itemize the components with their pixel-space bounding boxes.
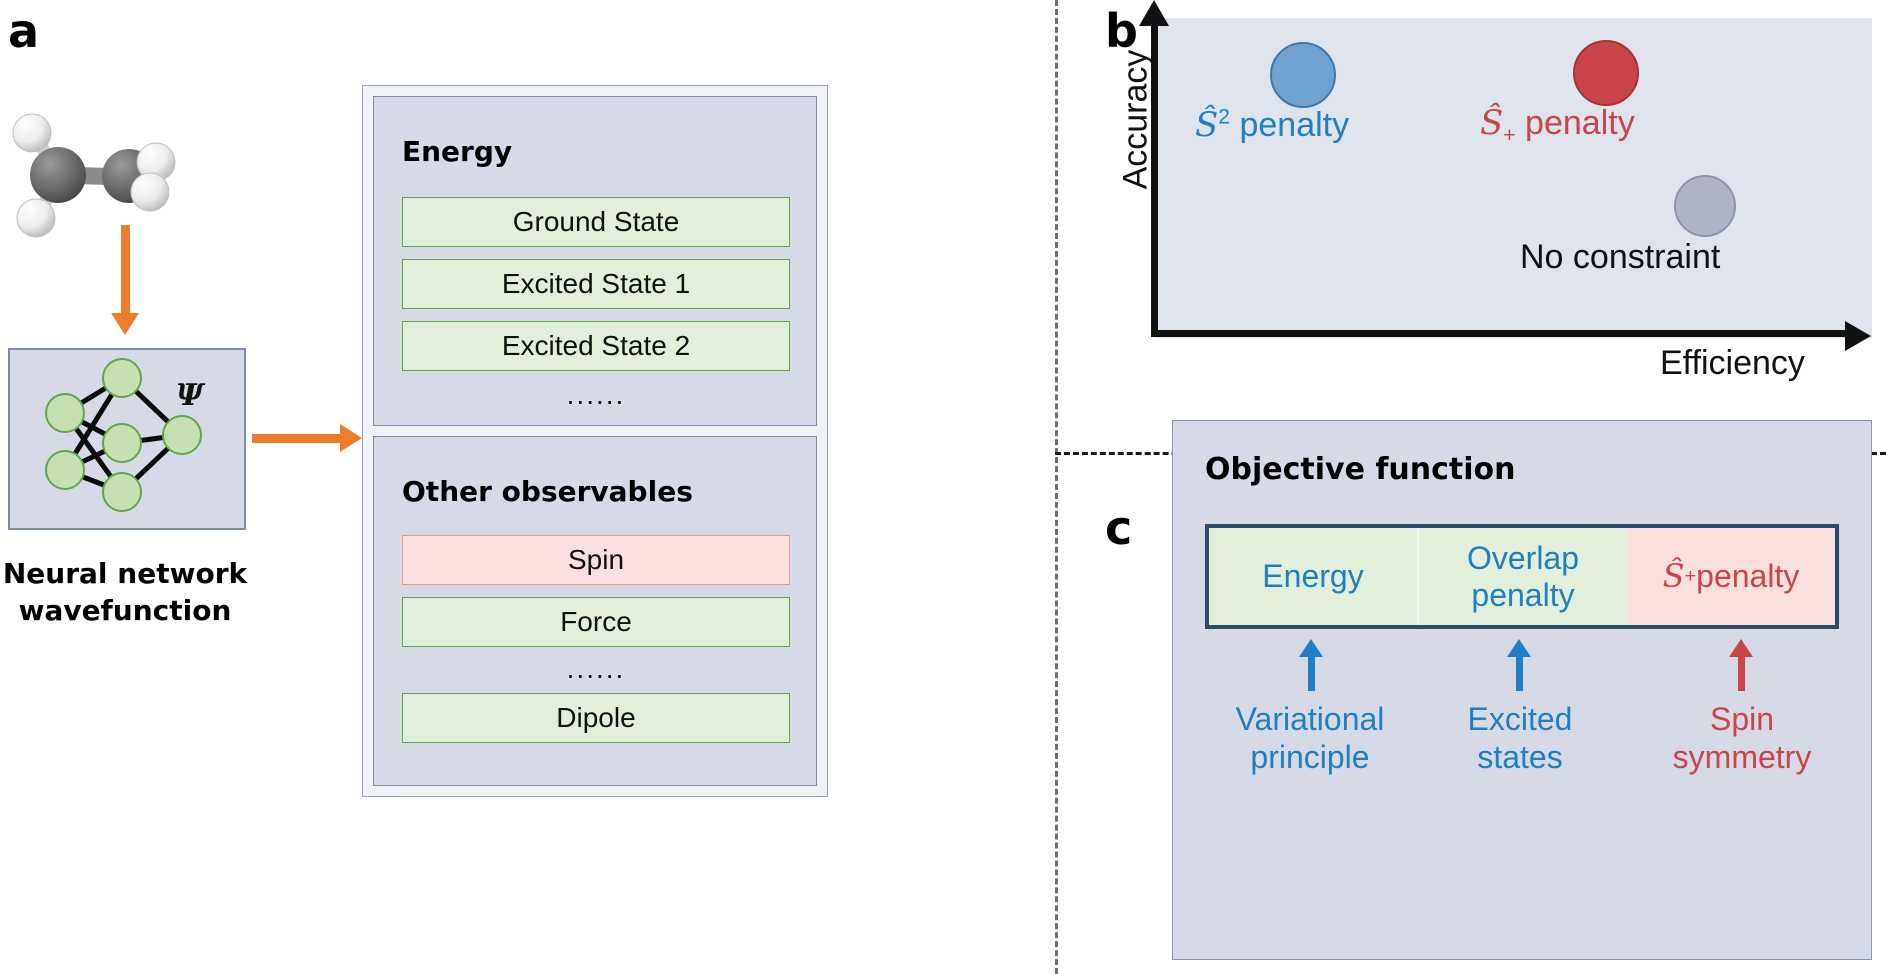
energy-item-excited-state-1[interactable]: Excited State 1: [402, 259, 790, 309]
arrow-spin-symmetry-shaft: [1738, 653, 1745, 691]
objective-function-title: Objective function: [1205, 452, 1516, 487]
source-label-variational-principle: Variational principle: [1190, 700, 1430, 777]
y-axis-label: Accuracy: [1116, 49, 1155, 190]
energy-group-ellipsis: ......: [566, 379, 626, 410]
arrow-spin-symmetry-head: [1729, 639, 1753, 657]
results-container: Energy Ground State Excited State 1 Exci…: [362, 85, 828, 797]
overlap-penalty-text: Overlap penalty: [1466, 540, 1580, 613]
panel-letter-a: a: [8, 4, 40, 58]
energy-group: Energy Ground State Excited State 1 Exci…: [373, 96, 817, 426]
nn-caption-line1: Neural network: [2, 557, 248, 590]
source-variational-line2: principle: [1250, 739, 1370, 776]
energy-group-title: Energy: [402, 135, 513, 168]
observables-item-spin[interactable]: Spin: [402, 535, 790, 585]
observables-item-force[interactable]: Force: [402, 597, 790, 647]
data-label-splus-penalty: Ŝ+ penalty: [1480, 103, 1635, 148]
panel-letter-c: c: [1105, 501, 1133, 555]
objective-term-energy[interactable]: Energy: [1209, 528, 1417, 625]
source-label-spin-symmetry: Spin symmetry: [1622, 700, 1862, 777]
x-axis-arrowhead: [1845, 321, 1871, 351]
neural-network-box: [8, 348, 246, 530]
x-axis-label: Efficiency: [1660, 344, 1805, 382]
source-label-excited-states: Excited states: [1400, 700, 1640, 777]
arrow-variational-principle-head: [1299, 639, 1323, 657]
psi-label: Ψ: [176, 378, 204, 413]
splus-suffix: penalty: [1515, 104, 1635, 142]
ethylene-molecule-icon: [12, 113, 176, 238]
objective-term-splus-penalty[interactable]: Ŝ+ penalty: [1627, 528, 1835, 625]
energy-item-ground-state[interactable]: Ground State: [402, 197, 790, 247]
nn-caption-line2: wavefunction: [18, 593, 232, 627]
s2-suffix: penalty: [1230, 106, 1350, 144]
s2-superscript: 2: [1218, 105, 1231, 129]
objective-function-strip: Energy Overlap penalty Ŝ+ penalty: [1205, 524, 1839, 629]
arrow-nn-to-results-head: [340, 424, 362, 452]
observables-group-title: Other observables: [402, 475, 693, 508]
objective-splus-suffix: penalty: [1696, 558, 1800, 595]
divider-vertical: [1055, 0, 1058, 974]
data-label-no-constraint: No constraint: [1520, 238, 1721, 276]
energy-item-excited-state-2[interactable]: Excited State 2: [402, 321, 790, 371]
objective-term-overlap-penalty[interactable]: Overlap penalty: [1419, 528, 1627, 625]
objective-splus-symbol: Ŝ: [1662, 557, 1685, 596]
s2-symbol: Ŝ: [1195, 105, 1219, 145]
data-label-s2-penalty: Ŝ2 penalty: [1195, 105, 1349, 145]
data-point-s2-penalty[interactable]: [1270, 42, 1336, 108]
x-axis-line: [1151, 330, 1851, 337]
neural-network-graph: [45, 358, 202, 512]
arrow-excited-states-head: [1507, 639, 1531, 657]
strip-divider-1: [1417, 528, 1419, 625]
arrow-molecule-to-nn-shaft: [121, 225, 130, 317]
data-point-no-constraint[interactable]: [1674, 175, 1736, 237]
observables-item-dipole[interactable]: Dipole: [402, 693, 790, 743]
splus-subscript: +: [1503, 123, 1516, 147]
panel-b-plot-area: [1157, 18, 1872, 338]
source-spin-line1: Spin: [1709, 701, 1775, 737]
objective-splus-subscript: +: [1684, 565, 1697, 588]
source-variational-line1: Variational: [1235, 701, 1385, 737]
observables-group: Other observables Spin Force ...... Dipo…: [373, 436, 817, 786]
data-point-splus-penalty[interactable]: [1573, 40, 1639, 106]
source-excited-line1: Excited: [1467, 701, 1573, 737]
y-axis-line: [1151, 18, 1158, 336]
nn-caption: Neural network wavefunction: [0, 556, 250, 630]
arrow-molecule-to-nn-head: [111, 313, 139, 335]
arrow-excited-states-shaft: [1516, 653, 1523, 691]
y-axis-arrowhead: [1139, 0, 1169, 26]
source-spin-line2: symmetry: [1672, 739, 1812, 776]
observables-group-ellipsis: ......: [566, 653, 626, 684]
arrow-variational-principle-shaft: [1308, 653, 1315, 691]
panel-letter-b: b: [1105, 4, 1138, 58]
source-excited-line2: states: [1477, 739, 1563, 776]
arrow-nn-to-results-shaft: [252, 434, 342, 443]
splus-symbol: Ŝ: [1480, 103, 1504, 143]
